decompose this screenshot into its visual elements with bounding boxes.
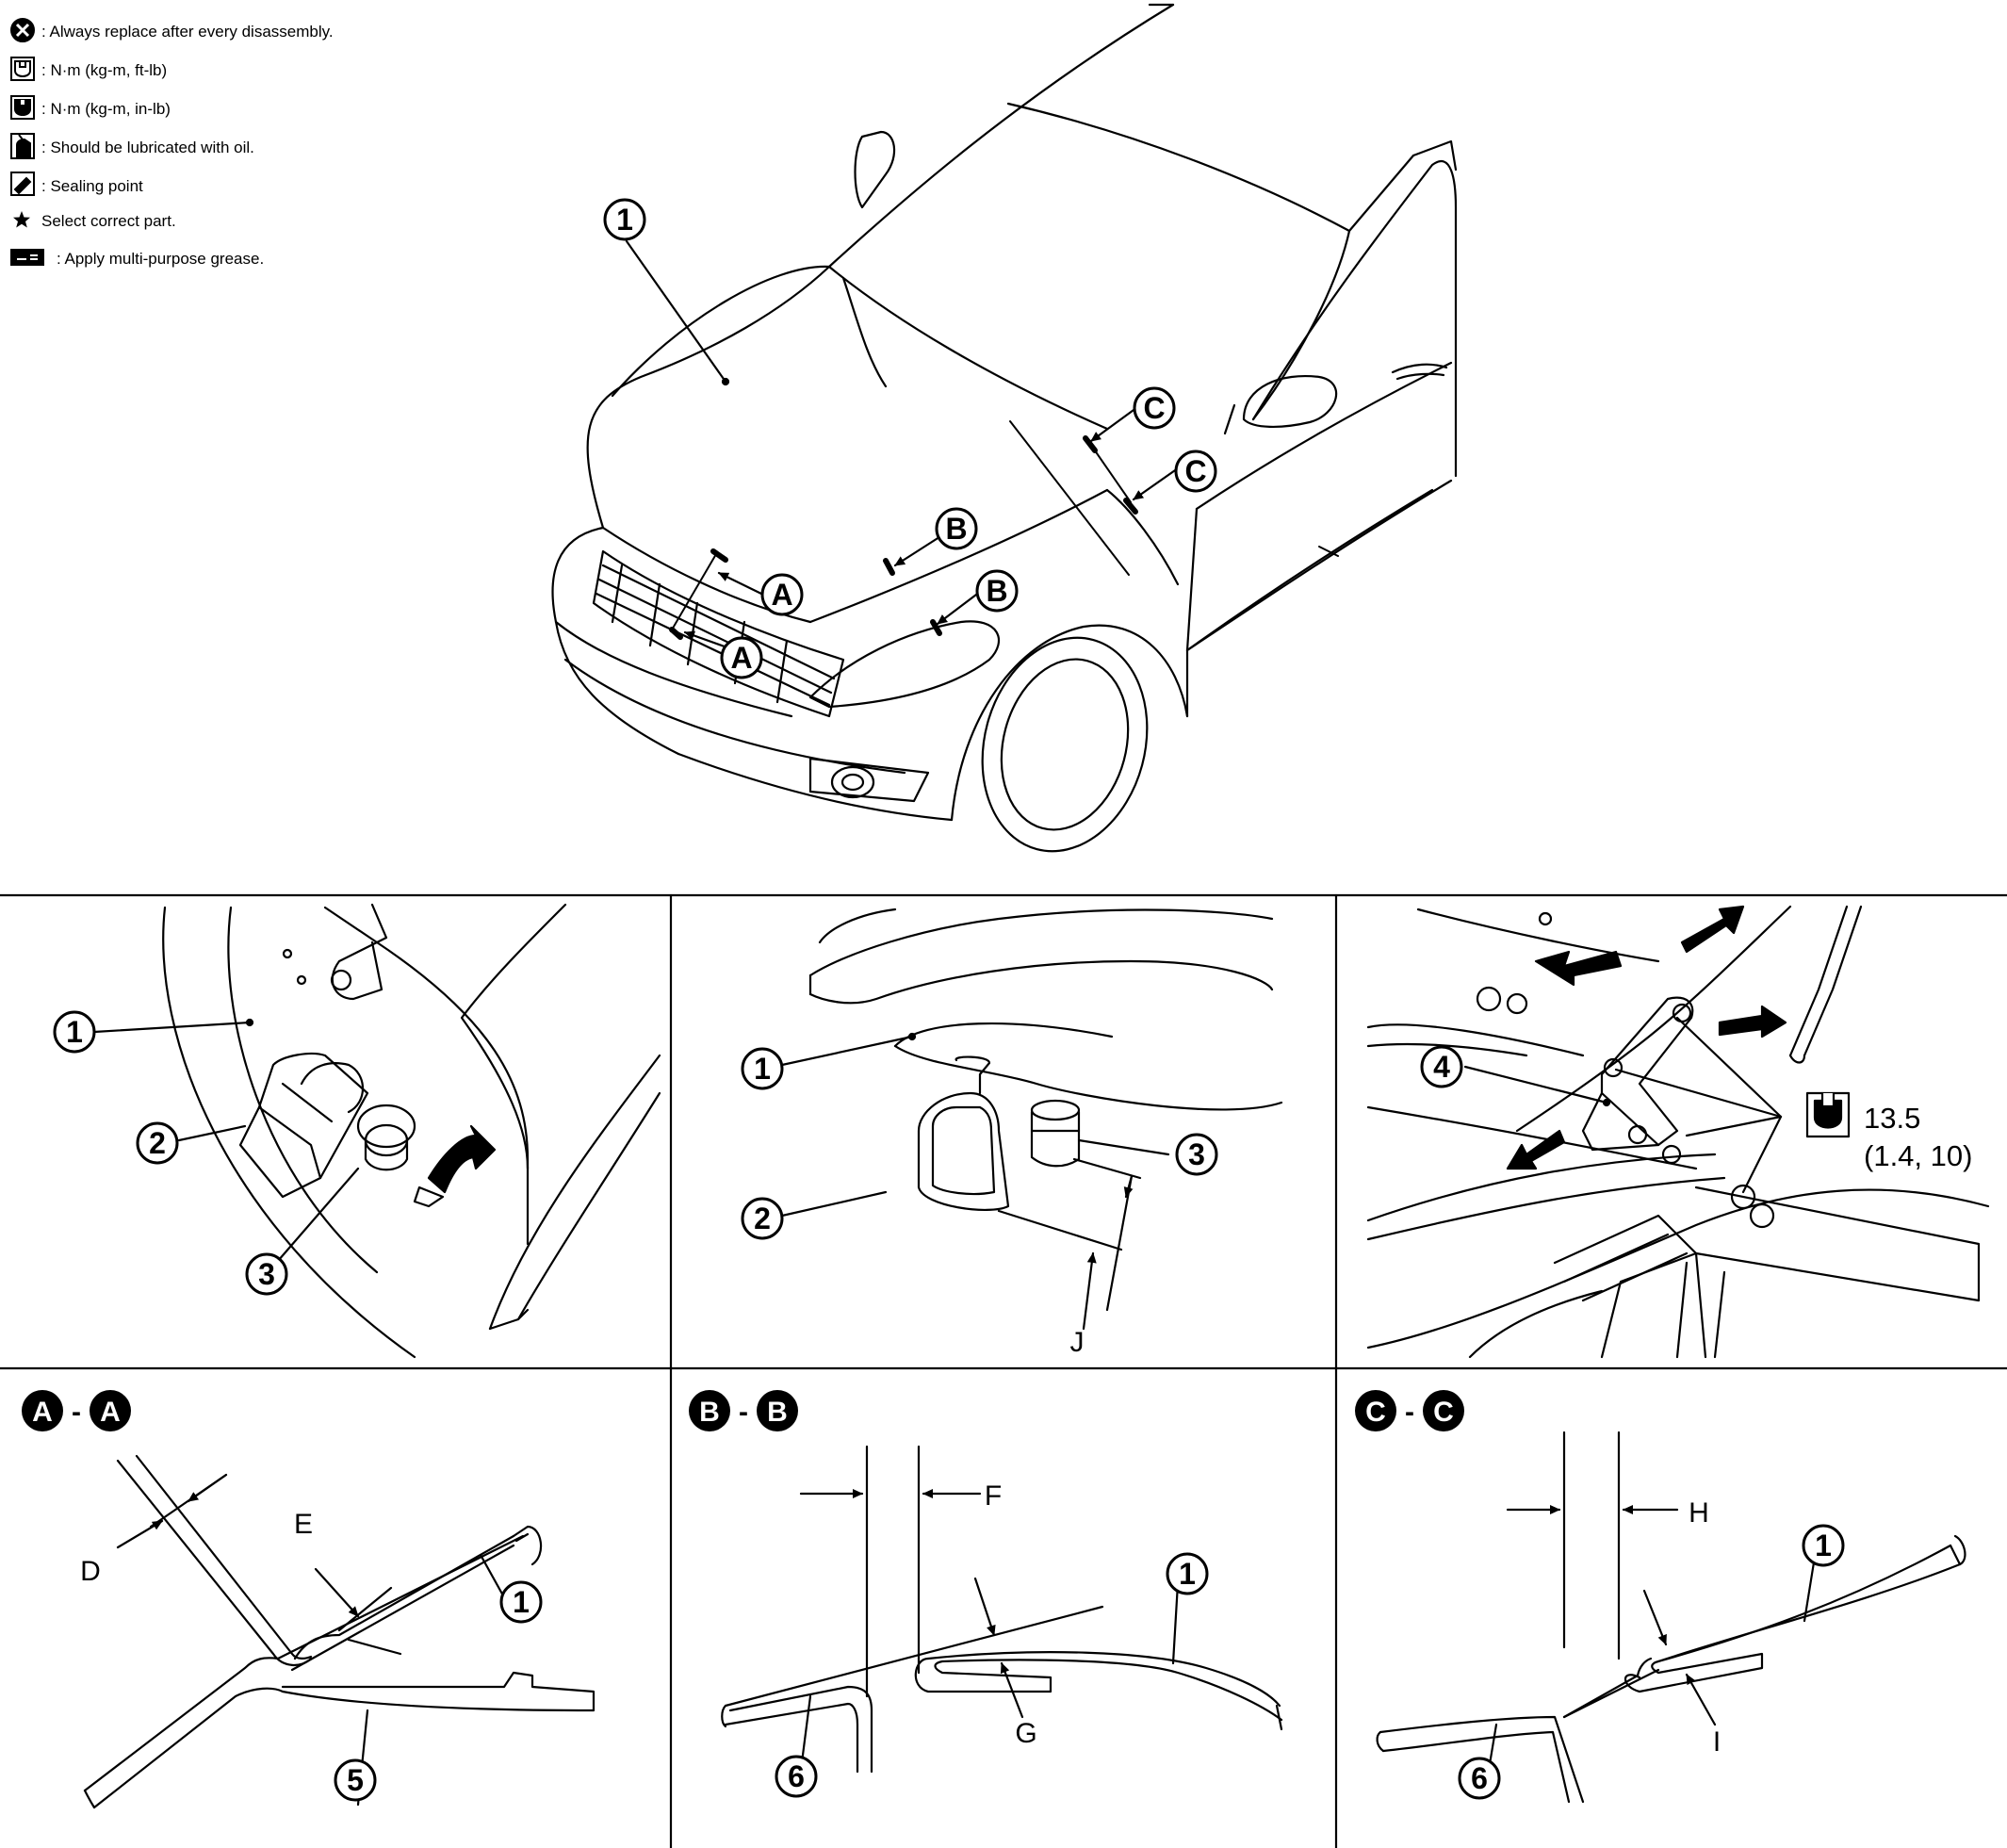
legend-item-select-part: Select correct part. (9, 210, 499, 233)
callout-4-panel3: 4 (1420, 1045, 1463, 1088)
car-overview-drawing (551, 3, 1458, 853)
dimension-letters: D E F G H I J (80, 1327, 1721, 1758)
svg-text:1: 1 (616, 203, 633, 237)
svg-text:A: A (730, 641, 752, 675)
svg-text:1: 1 (754, 1052, 771, 1086)
svg-text:C: C (1143, 391, 1165, 425)
svg-text:2: 2 (754, 1202, 771, 1235)
legend-item-grease: : Apply multi-purpose grease. (9, 244, 499, 273)
section-b-b (721, 1445, 1283, 1774)
legend-text: : N·m (kg-m, ft-lb) (41, 60, 168, 79)
svg-text:A: A (100, 1397, 121, 1428)
callout-a-upper: A (760, 573, 804, 616)
callout-2-panel1: 2 (136, 1121, 179, 1165)
callout-6-section-b: 6 (775, 1755, 818, 1798)
legend-text: : Should be lubricated with oil. (41, 138, 254, 156)
callout-2-panel2: 2 (741, 1197, 784, 1240)
legend-item-lubricate-oil: : Should be lubricated with oil. (9, 133, 499, 162)
legend-item-sealing-point: : Sealing point (9, 172, 499, 201)
callout-1-main: 1 (603, 198, 646, 241)
torque-wrench-icon (10, 57, 35, 81)
svg-text:-: - (72, 1397, 81, 1428)
section-title-b-b: B - B (689, 1390, 798, 1431)
legend-icons (10, 18, 44, 266)
hinge-bolt-torque: 13.5 (1.4, 10) (1864, 1100, 1972, 1175)
dimension-e-label: E (294, 1509, 313, 1540)
callout-1-panel2: 1 (741, 1047, 784, 1090)
svg-text:B: B (945, 512, 967, 546)
svg-text:C: C (1184, 454, 1206, 488)
svg-text:-: - (1405, 1397, 1414, 1428)
dimension-f-label: F (985, 1480, 1002, 1512)
callout-1-section-b: 1 (1166, 1552, 1209, 1595)
section-title-c-c: C - C (1355, 1390, 1464, 1431)
callout-3-panel1: 3 (245, 1252, 288, 1296)
callout-1-section-c: 1 (1802, 1524, 1845, 1567)
svg-text:-: - (739, 1397, 748, 1428)
callout-3-panel2: 3 (1175, 1133, 1218, 1176)
svg-text:B: B (767, 1397, 788, 1428)
legend-item-always-replace: : Always replace after every disassembly… (9, 17, 499, 46)
callouts: 1 A A B B C C 1 2 3 1 2 3 4 1 5 1 6 1 6 (53, 198, 1845, 1802)
svg-text:4: 4 (1433, 1050, 1450, 1084)
svg-text:6: 6 (788, 1759, 805, 1793)
callout-1-section-a: 1 (499, 1580, 543, 1624)
torque-alt-units: (1.4, 10) (1864, 1139, 1973, 1172)
svg-text:1: 1 (513, 1585, 530, 1619)
callout-b-lower: B (975, 569, 1019, 613)
panel-buffer-detail (92, 903, 661, 1359)
callout-a-lower: A (720, 636, 763, 679)
svg-text:A: A (32, 1397, 53, 1428)
always-replace-icon (10, 18, 35, 42)
section-c-c (1376, 1431, 1966, 1804)
dimension-g-label: G (1015, 1718, 1036, 1749)
callout-5-section-a: 5 (334, 1758, 377, 1802)
svg-text:B: B (986, 574, 1007, 608)
svg-text:2: 2 (149, 1126, 166, 1160)
panel-stopper-detail (780, 908, 1283, 1331)
legend-text: : N·m (kg-m, in-lb) (41, 99, 171, 118)
legend-item-torque-in-lb: : N·m (kg-m, in-lb) (9, 94, 499, 123)
callout-1-panel1: 1 (53, 1010, 96, 1054)
callout-c-lower: C (1174, 450, 1217, 493)
callout-6-section-c: 6 (1458, 1757, 1501, 1800)
callout-c-upper: C (1133, 386, 1176, 430)
torque-value: 13.5 (1864, 1102, 1921, 1135)
svg-text:3: 3 (1188, 1137, 1205, 1171)
svg-text:3: 3 (258, 1257, 275, 1291)
star-icon (13, 211, 30, 228)
svg-text:1: 1 (1179, 1557, 1196, 1591)
section-titles: A - A B - B C - C (22, 1390, 1464, 1431)
legend-item-torque-ft-lb: : N·m (kg-m, ft-lb) (9, 56, 499, 85)
svg-text:B: B (699, 1397, 720, 1428)
dimension-d-label: D (80, 1556, 101, 1587)
legend: : Always replace after every disassembly… (9, 17, 499, 283)
grease-icon (10, 249, 44, 266)
torque-wrench-filled-icon (10, 95, 35, 120)
svg-text:C: C (1433, 1397, 1454, 1428)
oil-can-icon (10, 133, 35, 159)
svg-text:6: 6 (1471, 1761, 1488, 1795)
svg-text:C: C (1365, 1397, 1386, 1428)
legend-text: : Apply multi-purpose grease. (57, 249, 265, 268)
svg-text:A: A (771, 578, 792, 612)
section-title-a-a: A - A (22, 1390, 131, 1431)
legend-text: : Always replace after every disassembly… (41, 22, 334, 41)
dimension-j-label: J (1070, 1327, 1085, 1358)
svg-text:5: 5 (347, 1763, 364, 1797)
sealant-icon (10, 172, 35, 196)
svg-text:1: 1 (1815, 1529, 1832, 1562)
dimension-i-label: I (1713, 1726, 1721, 1758)
legend-text: Select correct part. (41, 212, 176, 230)
callout-b-upper: B (935, 507, 978, 550)
torque-wrench-icon (1805, 1091, 1851, 1138)
legend-text: : Sealing point (41, 176, 143, 195)
panel-hinge-detail (1366, 905, 1990, 1359)
section-a-a (83, 1454, 596, 1809)
dimension-h-label: H (1689, 1497, 1709, 1529)
svg-text:1: 1 (66, 1015, 83, 1049)
